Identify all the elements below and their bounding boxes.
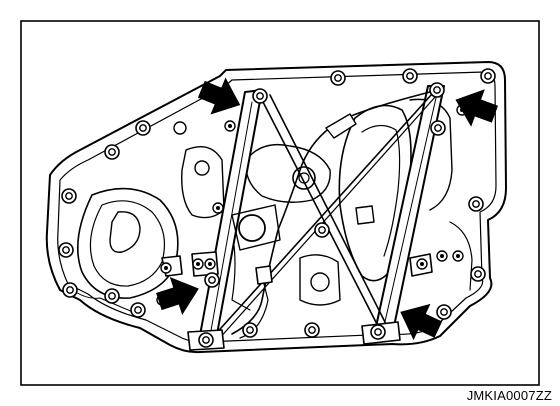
figure-reference-code: JMKIA0007ZZ <box>466 388 552 403</box>
arrow-top-left-icon <box>197 77 241 115</box>
diagram-border <box>20 20 540 386</box>
arrow-bottom-left-icon <box>156 276 199 316</box>
arrow-top-right-icon <box>455 89 498 127</box>
arrow-bottom-right-icon <box>400 303 443 341</box>
